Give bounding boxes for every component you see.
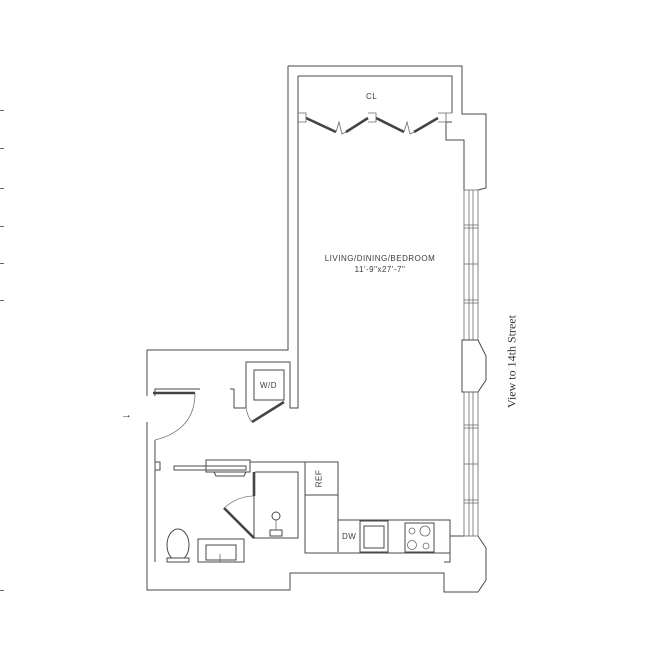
closet-bifold-doors [305,116,439,134]
cooktop [404,522,435,553]
washer-dryer-box [253,369,285,401]
entry-arrow-icon: → [121,409,133,421]
scale-tick [0,300,4,301]
wd-label: W/D [260,381,278,390]
shower-head [271,511,281,521]
living-room-label: LIVING/DINING/BEDROOM 11'-9"x27'-7" [318,253,442,275]
scale-tick [0,188,4,189]
living-room-name: LIVING/DINING/BEDROOM [324,254,436,263]
closet-label: CL [366,92,378,101]
wd-door [251,400,285,424]
dw-label: DW [342,532,357,541]
scale-tick [0,263,4,264]
scale-tick [0,148,4,149]
scale-tick [0,226,4,227]
scale-tick [0,590,4,591]
view-direction-label: View to 14th Street [504,315,519,408]
scale-tick [0,110,4,111]
sink [205,544,237,561]
ref-label: REF [314,469,324,488]
living-room-dimensions: 11'-9"x27'-7" [354,265,406,274]
windows-right [461,189,487,537]
toilet [166,528,190,562]
bathroom-door [223,507,255,539]
outer-wall [146,65,487,593]
ref-box [304,461,339,496]
